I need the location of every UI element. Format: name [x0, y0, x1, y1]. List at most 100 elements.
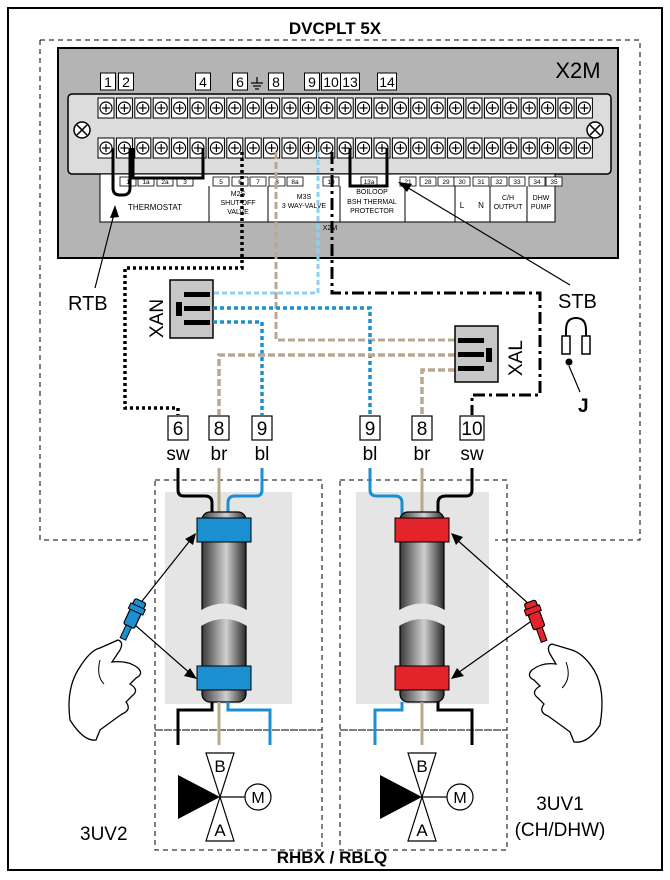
label-n: N: [478, 201, 484, 210]
terminal-screw-right: [586, 121, 604, 139]
terminal-small-number: 7: [256, 179, 260, 186]
left-valve-pipe: [196, 511, 252, 703]
label-thermostat: THERMOSTAT: [128, 203, 182, 212]
label-l: L: [460, 201, 465, 210]
label-xan: XAN: [147, 299, 168, 338]
wire-xan-bl: [213, 320, 264, 415]
label-m3s: M3S: [297, 194, 312, 201]
wire-number: 8: [214, 419, 225, 440]
left-unit-box: [154, 479, 323, 731]
terminal-small-number-box: [231, 176, 249, 187]
outer-frame: [7, 7, 663, 871]
terminal-rows: [97, 97, 593, 159]
wire-number-box: [251, 415, 273, 441]
terminal-number: 9: [308, 74, 316, 90]
terminal-number-box: [340, 72, 360, 91]
rtb-arrow: [94, 209, 116, 289]
terminal-small-number: 21: [404, 179, 412, 186]
terminal-small-number-box: [508, 176, 526, 187]
terminal-small-number: 2a: [161, 179, 169, 186]
terminal-small-number: 28: [424, 179, 432, 186]
terminal-small-number-box: [419, 176, 437, 187]
title-bottom: RHBX / RBLQ: [277, 848, 388, 867]
terminal-small-number: 33: [513, 179, 521, 186]
left-hand-sensor-icon: [68, 598, 147, 741]
label-3uv1-sub: (CH/DHW): [515, 820, 606, 841]
wire-xal-br-left: [217, 353, 455, 415]
label-bsh-thermal: BSH THERMAL: [347, 199, 397, 206]
wire-number-box: [208, 415, 230, 441]
wire-color-code: bl: [363, 444, 378, 465]
label-shutoff: SHUT-OFF: [221, 200, 256, 207]
terminal-small-number: 1: [126, 179, 130, 186]
dvcplt-enclosure: [40, 39, 641, 541]
terminal-small-number: 34: [533, 179, 541, 186]
terminal-small-number: 29: [442, 179, 450, 186]
right-lower-sensor-band: [394, 665, 450, 691]
terminal-small-number-box: [286, 176, 304, 187]
wire-color-code: br: [414, 444, 432, 465]
label-dhw: DHW: [533, 195, 550, 202]
wire-number-box: [459, 415, 485, 441]
terminal-small-number-box: [119, 176, 137, 187]
terminal-number-box: [118, 72, 134, 91]
panel-name: X2M: [555, 58, 600, 83]
dvcplt-enclosure-left: [39, 40, 150, 541]
valve-port-a: A: [214, 821, 226, 840]
wire-6-sw: [123, 152, 244, 415]
terminal-number: 4: [199, 74, 207, 90]
valve-motor: M: [453, 790, 466, 807]
label-x2m-small: X2M: [323, 225, 338, 232]
label-xal: XAL: [506, 340, 527, 376]
wire-number-box: [359, 415, 381, 441]
left-upper-sensor-band: [196, 517, 252, 543]
terminal-small-number-box: [212, 176, 230, 187]
left-three-way-valve-icon: B A M: [178, 752, 272, 842]
terminal-number: 14: [379, 74, 395, 90]
terminal-small-number: 3: [183, 179, 187, 186]
terminal-small-number-box: [490, 176, 508, 187]
terminal-number-box: [304, 72, 320, 91]
wire-10-sw: [330, 152, 542, 415]
wire-number: 9: [257, 419, 268, 440]
terminal-number: 10: [323, 74, 339, 90]
terminal-small-number: 6: [238, 179, 242, 186]
wire-number: 6: [173, 419, 184, 440]
terminal-small-number-box: [453, 176, 471, 187]
wire-number: 8: [417, 419, 428, 440]
stb-arrow: [404, 185, 571, 286]
valve-port-b: B: [214, 757, 225, 776]
label-stb: STB: [558, 291, 597, 313]
terminal-screw-left: [73, 121, 91, 139]
right-valve-pipe: [394, 511, 450, 703]
terminal-number: 1: [104, 74, 112, 90]
terminal-number-box: [377, 72, 397, 91]
right-hand-sensor-icon: [523, 599, 603, 743]
right-three-way-valve-icon: BAM: [380, 752, 474, 842]
terminal-small-number-box: [472, 176, 490, 187]
terminal-number-box: [100, 72, 116, 91]
terminal-small-number: 1a: [142, 179, 150, 186]
terminal-small-number-box: [249, 176, 267, 187]
thermostat-jumper: [131, 148, 205, 180]
right-upper-sensor-band: [394, 517, 450, 543]
terminal-number: 6: [236, 74, 244, 90]
terminal-small-number: 31: [477, 179, 485, 186]
terminal-small-number-box: [545, 176, 563, 187]
label-pump: PUMP: [531, 204, 552, 211]
ground-symbol-icon: [251, 77, 263, 90]
terminal-small-number: 32: [495, 179, 503, 186]
wire-color-code: sw: [166, 444, 190, 465]
valve-motor: M: [251, 790, 264, 807]
label-valve: VALVE: [227, 209, 249, 216]
label-m2s: M2S: [231, 191, 246, 198]
terminal-number-box: [268, 72, 284, 91]
label-rtb: RTB: [68, 293, 108, 315]
jumper-j-icon: [561, 316, 591, 393]
label-protector: PROTECTOR: [350, 208, 394, 215]
wire-9-lightblue: [213, 152, 320, 295]
